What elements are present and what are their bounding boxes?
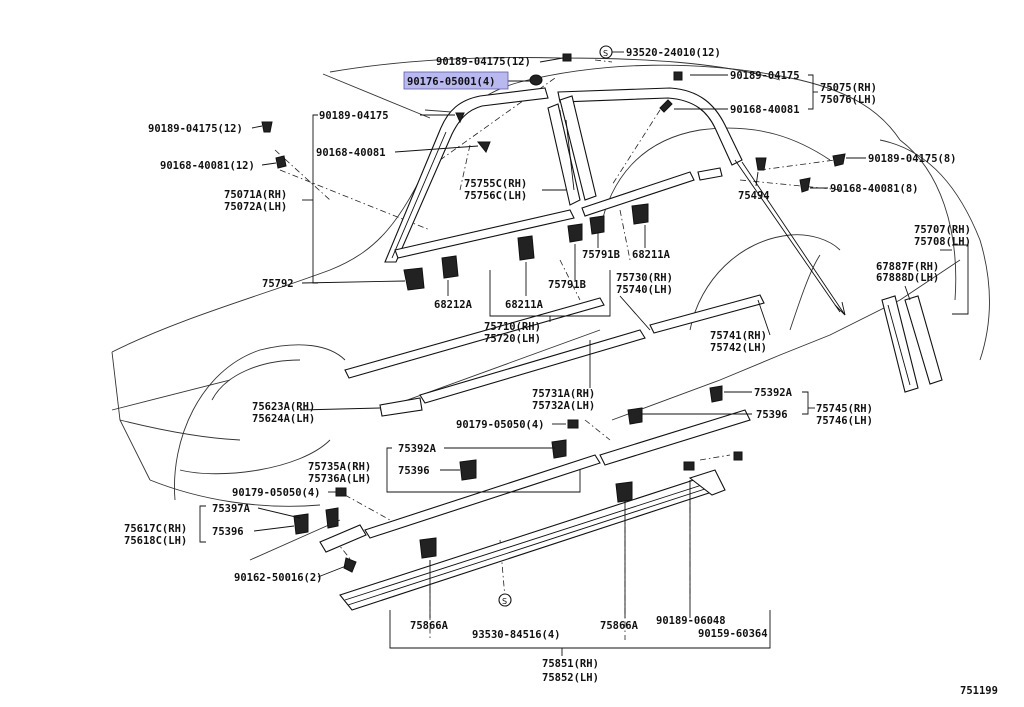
label-75075[interactable]: 75075(RH) — [820, 82, 877, 94]
label-75494[interactable]: 75494 — [738, 190, 770, 202]
label-75735a[interactable]: 75735A(RH) — [308, 461, 371, 473]
label-90189-04175-12-left[interactable]: 90189-04175(12) — [148, 123, 243, 135]
roof-drip-moulding — [557, 87, 846, 316]
label-75866a-left[interactable]: 75866A — [410, 620, 449, 632]
belt-mouldings — [394, 167, 723, 259]
label-67887f[interactable]: 67887F(RH) — [876, 261, 939, 273]
label-90179-05050-right[interactable]: 90179-05050(4) — [456, 419, 545, 431]
label-75732a[interactable]: 75732A(LH) — [532, 400, 595, 412]
label-90168-40081-12[interactable]: 90168-40081(12) — [160, 160, 255, 172]
label-67888d[interactable]: 67888D(LH) — [876, 272, 939, 284]
label-75746[interactable]: 75746(LH) — [816, 415, 873, 427]
label-90176-05001[interactable]: 90176-05001(4) — [407, 76, 496, 88]
car-body-outline — [111, 57, 990, 561]
label-75851[interactable]: 75851(RH) — [542, 658, 599, 670]
label-75740[interactable]: 75740(LH) — [616, 284, 673, 296]
label-75076[interactable]: 75076(LH) — [820, 94, 877, 106]
label-75792[interactable]: 75792 — [262, 278, 294, 290]
label-90189-04175-left[interactable]: 90189-04175 — [319, 110, 389, 122]
svg-text:S: S — [502, 597, 507, 606]
label-75791b-upper[interactable]: 75791B — [582, 249, 620, 261]
label-93530-84516[interactable]: 93530-84516(4) — [472, 629, 561, 641]
label-93520-24010[interactable]: 93520-24010(12) — [626, 47, 721, 59]
label-90168-40081-8[interactable]: 90168-40081(8) — [830, 183, 919, 195]
label-75708[interactable]: 75708(LH) — [914, 236, 971, 248]
label-75791b-lower[interactable]: 75791B — [548, 279, 586, 291]
label-68211a-upper[interactable]: 68211A — [632, 249, 671, 261]
label-75618c[interactable]: 75618C(LH) — [124, 535, 187, 547]
rear-pillar-mouldings — [881, 295, 943, 393]
label-90159-60364[interactable]: 90159-60364 — [698, 628, 768, 640]
label-75624a[interactable]: 75624A(LH) — [252, 413, 315, 425]
part-labels: 90189-04175(12) 93520-24010(12) 90176-05… — [124, 47, 998, 697]
figure-id: 751199 — [960, 685, 998, 697]
label-90168-40081-right[interactable]: 90168-40081 — [730, 104, 800, 116]
label-75742[interactable]: 75742(LH) — [710, 342, 767, 354]
label-75396-middle[interactable]: 75396 — [398, 465, 430, 477]
label-75623a[interactable]: 75623A(RH) — [252, 401, 315, 413]
label-68212a[interactable]: 68212A — [434, 299, 473, 311]
clips-and-fasteners: S S — [261, 45, 846, 607]
label-75072a[interactable]: 75072A(LH) — [224, 201, 287, 213]
label-75866a-right[interactable]: 75866A — [600, 620, 639, 632]
label-75745[interactable]: 75745(RH) — [816, 403, 873, 415]
label-75617c[interactable]: 75617C(RH) — [124, 523, 187, 535]
highlight-box — [403, 71, 509, 90]
label-75392a-right[interactable]: 75392A — [754, 387, 793, 399]
label-90189-04175-12-top[interactable]: 90189-04175(12) — [436, 56, 531, 68]
label-75396-right[interactable]: 75396 — [756, 409, 788, 421]
label-75396-left[interactable]: 75396 — [212, 526, 244, 538]
svg-text:S: S — [603, 49, 608, 58]
label-90189-04175-8[interactable]: 90189-04175(8) — [868, 153, 957, 165]
label-90189-04175-right[interactable]: 90189-04175 — [730, 70, 800, 82]
label-leader-lines — [199, 51, 969, 656]
label-90179-05050-left[interactable]: 90179-05050(4) — [232, 487, 321, 499]
label-75741[interactable]: 75741(RH) — [710, 330, 767, 342]
label-75852[interactable]: 75852(LH) — [542, 672, 599, 684]
label-75392a-left[interactable]: 75392A — [398, 443, 437, 455]
rocker-moulding — [339, 469, 726, 611]
pillar-garnish — [547, 95, 597, 206]
label-75731a[interactable]: 75731A(RH) — [532, 388, 595, 400]
label-75720[interactable]: 75720(LH) — [484, 333, 541, 345]
label-75730[interactable]: 75730(RH) — [616, 272, 673, 284]
side-mouldings — [319, 294, 765, 553]
label-75710[interactable]: 75710(RH) — [484, 321, 541, 333]
label-90189-06048[interactable]: 90189-06048 — [656, 615, 726, 627]
label-75397a[interactable]: 75397A — [212, 503, 251, 515]
label-68211a-lower[interactable]: 68211A — [505, 299, 544, 311]
label-90162-50016[interactable]: 90162-50016(2) — [234, 572, 323, 584]
label-75071a[interactable]: 75071A(RH) — [224, 189, 287, 201]
label-75707[interactable]: 75707(RH) — [914, 224, 971, 236]
label-75756c[interactable]: 75756C(LH) — [464, 190, 527, 202]
label-75755c[interactable]: 75755C(RH) — [464, 178, 527, 190]
label-90168-40081-left[interactable]: 90168-40081 — [316, 147, 386, 159]
label-75736a[interactable]: 75736A(LH) — [308, 473, 371, 485]
